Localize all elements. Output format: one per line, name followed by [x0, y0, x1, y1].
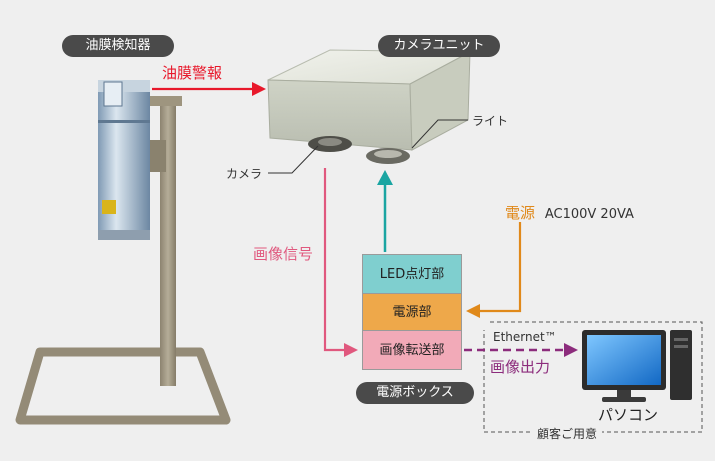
image-output-arrow	[464, 343, 578, 357]
power-spec: AC100V 20VA	[544, 207, 634, 222]
warning-arrow	[152, 82, 266, 96]
computer-image	[582, 330, 692, 402]
warning-label: 油膜警報	[162, 64, 223, 82]
image-signal-label: 画像信号	[253, 245, 314, 263]
camera-unit-title: カメラユニット	[378, 35, 500, 57]
pc-label: パソコン	[598, 406, 659, 424]
camera-unit-image	[267, 49, 471, 164]
camera-label: カメラ	[226, 167, 263, 181]
transfer-section: 画像転送部	[362, 330, 462, 370]
led-arrow	[377, 170, 393, 252]
image-signal-arrow	[323, 168, 358, 357]
power-label: 電源	[505, 204, 536, 222]
power-box-title: 電源ボックス	[356, 382, 474, 404]
light-label: ライト	[472, 114, 509, 128]
customer-provided-note: 顧客ご用意	[534, 425, 601, 442]
power-label-group: 電源 AC100V 20VA	[505, 202, 634, 223]
camera-leader-line	[268, 145, 319, 174]
sensor-title: 油膜検知器	[62, 35, 174, 57]
power-arrow	[466, 222, 522, 318]
led-section: LED点灯部	[362, 254, 462, 294]
image-output-label: 画像出力	[490, 358, 551, 376]
power-section: 電源部	[362, 293, 462, 331]
customer-provided-region	[483, 321, 703, 433]
light-leader-line	[411, 119, 468, 149]
ethernet-label: Ethernet™	[493, 330, 557, 344]
oil-film-sensor-image	[15, 80, 231, 425]
